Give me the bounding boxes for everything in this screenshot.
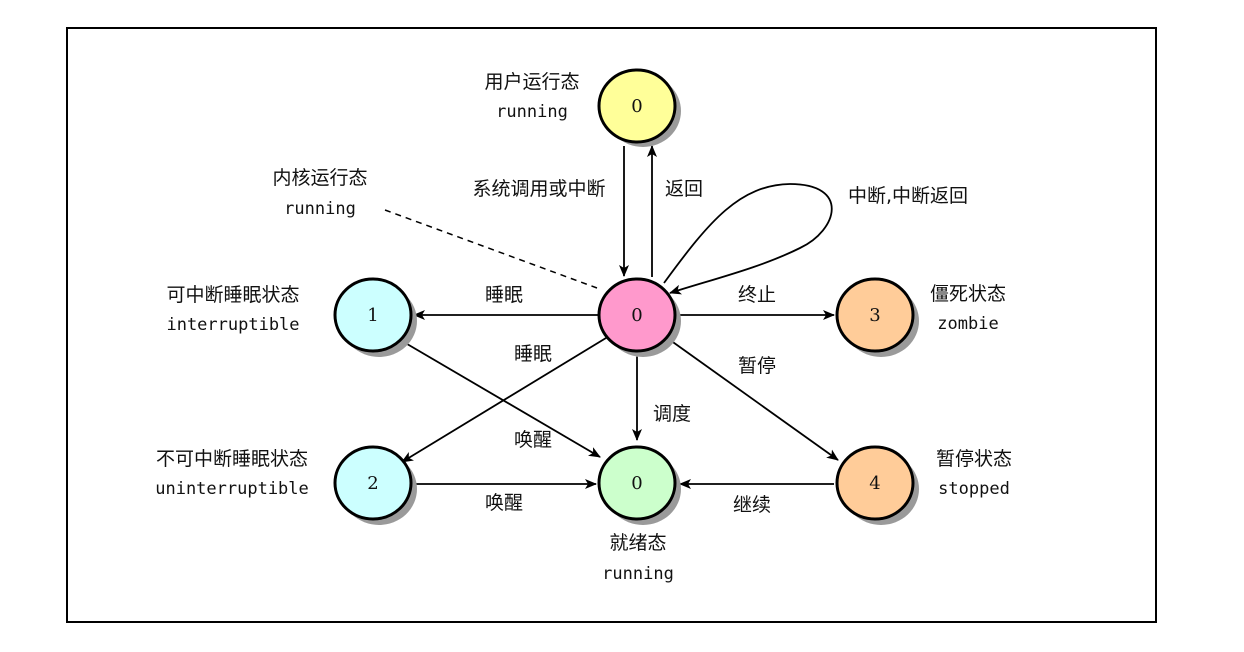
sublabel-ready: running xyxy=(602,564,674,584)
sublabel-kernel-running: running xyxy=(284,199,356,219)
label-kernel-running: 内核运行态 xyxy=(272,167,367,189)
node-kernel-running-number: 0 xyxy=(631,305,642,326)
edge-label-sleep-2: 睡眠 xyxy=(514,343,552,365)
node-kernel-running: 0 xyxy=(597,277,681,357)
sublabel-stopped: stopped xyxy=(938,479,1010,499)
node-zombie: 3 xyxy=(835,277,919,357)
label-interruptible: 可中断睡眠状态 xyxy=(166,284,299,306)
node-stopped: 4 xyxy=(835,445,919,525)
node-interruptible-number: 1 xyxy=(367,305,378,326)
edge-label-wakeup-2: 唤醒 xyxy=(485,492,523,514)
edge-label-sleep-1: 睡眠 xyxy=(485,284,523,306)
label-ready: 就绪态 xyxy=(609,532,666,554)
edge-label-schedule: 调度 xyxy=(653,403,691,425)
sublabel-user-running: running xyxy=(496,102,568,122)
edge-label-syscall: 系统调用或中断 xyxy=(472,178,605,200)
diagram-frame xyxy=(66,27,1157,623)
edge-label-pause: 暂停 xyxy=(738,355,776,377)
edge-label-interrupt-loop: 中断,中断返回 xyxy=(848,185,968,207)
node-stopped-number: 4 xyxy=(869,473,880,494)
label-zombie: 僵死状态 xyxy=(930,283,1006,305)
edge-label-terminate: 终止 xyxy=(738,284,776,306)
edge-interrupt-loop xyxy=(663,183,833,295)
node-interruptible: 1 xyxy=(333,277,417,357)
label-user-running: 用户运行态 xyxy=(484,71,579,93)
edge-label-wakeup-1: 唤醒 xyxy=(514,429,552,451)
node-ready-number: 0 xyxy=(631,473,642,494)
node-zombie-number: 3 xyxy=(869,305,880,326)
label-uninterruptible: 不可中断睡眠状态 xyxy=(156,448,308,470)
edge-pause xyxy=(669,339,839,461)
sublabel-uninterruptible: uninterruptible xyxy=(155,479,309,499)
label-stopped: 暂停状态 xyxy=(936,448,1012,470)
node-ready: 0 xyxy=(597,445,681,525)
edge-wakeup-1 xyxy=(401,340,601,458)
node-uninterruptible-number: 2 xyxy=(367,473,378,494)
edge-label-continue: 继续 xyxy=(733,494,771,516)
node-user-running-number: 0 xyxy=(631,96,642,117)
kernel-label-pointer xyxy=(384,209,598,289)
node-uninterruptible: 2 xyxy=(333,445,417,525)
sublabel-interruptible: interruptible xyxy=(166,315,299,335)
node-user-running: 0 xyxy=(597,68,681,147)
sublabel-zombie: zombie xyxy=(937,314,998,334)
edge-label-return: 返回 xyxy=(665,178,703,200)
